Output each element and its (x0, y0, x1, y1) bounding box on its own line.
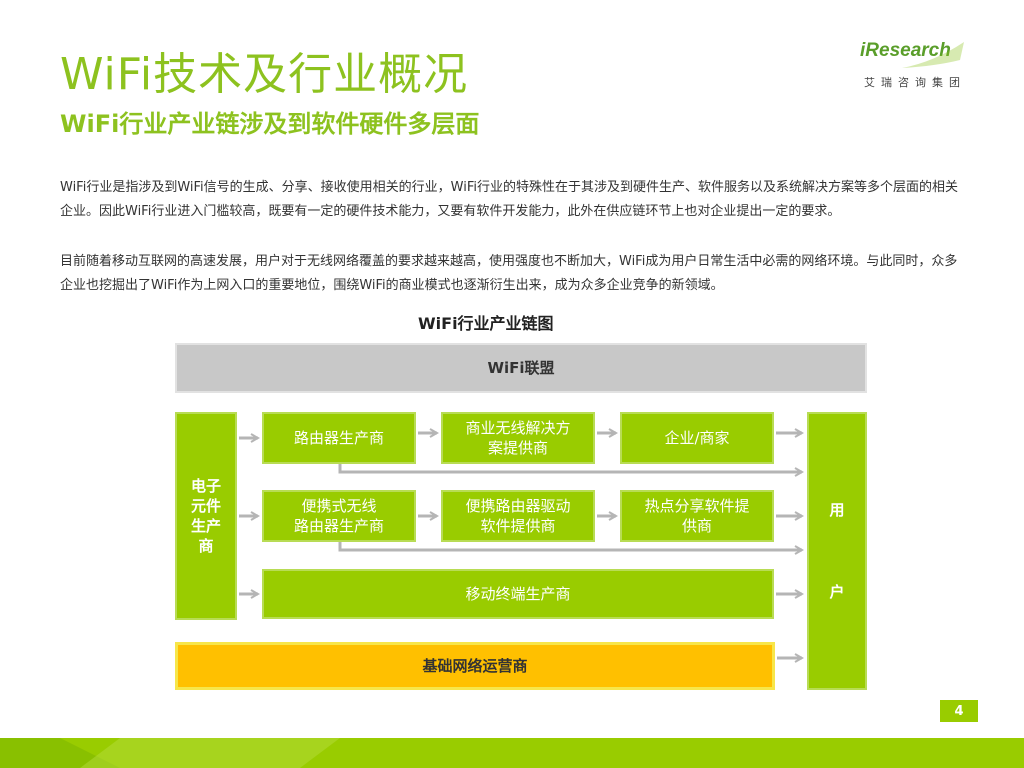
component-maker-label: 电子 元件 生产 商 (190, 477, 221, 555)
portable-router-maker-node: 便携式无线 路由器生产商 (262, 490, 416, 542)
intro-paragraph-1: WiFi行业是指涉及到WiFi信号的生成、分享、接收使用相关的行业，WiFi行业… (60, 180, 958, 219)
arrow-router-bypass-to-user (338, 464, 802, 472)
mobile-terminal-maker-label: 移动终端生产商 (465, 585, 571, 603)
arrow-portable-bypass-to-user (338, 542, 802, 550)
enterprise-merchant-node: 企业/商家 (620, 412, 774, 464)
intro-paragraph-2: 目前随着移动互联网的高速发展，用户对于无线网络覆盖的要求越来越高，使用强度也不断… (60, 254, 958, 293)
page-subtitle: WiFi行业产业链涉及到软件硬件多层面 (60, 110, 480, 138)
diagram-title: WiFi行业产业链图 (418, 314, 554, 333)
user-node: 用 户 (807, 412, 867, 690)
page-title: WiFi技术及行业概况 (60, 49, 469, 100)
footer-band (0, 738, 1024, 768)
logo-brand-text: iResearch (860, 40, 951, 61)
iresearch-logo: iResearch 艾瑞咨询集团 (860, 40, 970, 90)
router-maker-node: 路由器生产商 (262, 412, 416, 464)
router-driver-software-label: 便携路由器驱动 软件提供商 (465, 497, 571, 535)
router-maker-label: 路由器生产商 (293, 429, 384, 447)
user-label-bottom: 户 (829, 583, 845, 601)
mobile-terminal-maker-node: 移动终端生产商 (262, 569, 774, 619)
commercial-wireless-solution-label: 商业无线解决方 案提供商 (465, 419, 571, 457)
commercial-wireless-solution-node: 商业无线解决方 案提供商 (441, 412, 595, 464)
router-driver-software-node: 便携路由器驱动 软件提供商 (441, 490, 595, 542)
hotspot-sharing-software-node: 热点分享软件提 供商 (620, 490, 774, 542)
wifi-alliance-band: WiFi联盟 (175, 343, 867, 393)
page-number: 4 (940, 700, 978, 722)
user-label-top: 用 (829, 501, 845, 519)
hotspot-sharing-software-label: 热点分享软件提 供商 (644, 497, 750, 535)
component-maker-node: 电子 元件 生产 商 (175, 412, 237, 620)
network-operator-label: 基础网络运营商 (422, 657, 528, 675)
portable-router-maker-label: 便携式无线 路由器生产商 (293, 497, 384, 535)
enterprise-merchant-label: 企业/商家 (664, 429, 730, 447)
logo-cn-name: 艾瑞咨询集团 (864, 76, 966, 89)
logo-swoosh-icon (902, 42, 964, 68)
network-operator-node: 基础网络运营商 (175, 642, 775, 690)
